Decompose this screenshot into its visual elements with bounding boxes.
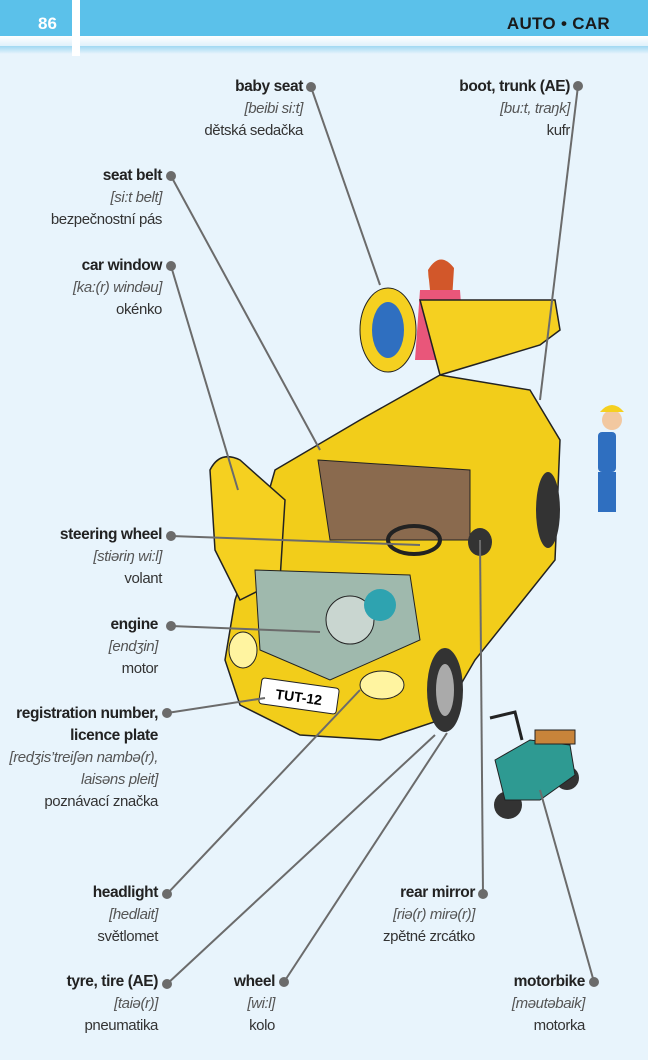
entry-word: motorbike [513, 973, 586, 990]
entry-word: boot, trunk (AE) [459, 78, 570, 95]
entry-rear-mirror: rear mirror [riə(r) mirə(r)] zpětné zrcá… [383, 882, 475, 948]
entry-phonetic: [si:t belt] [110, 189, 163, 206]
header-stripe [0, 46, 648, 54]
entry-translation: bezpečnostní pás [50, 211, 163, 228]
entry-headlight: headlight [hedlait] světlomet [92, 882, 159, 948]
entry-word: car window [81, 257, 163, 274]
child-drawing [598, 405, 624, 512]
entry-phonetic: [beibi si:t] [244, 100, 303, 117]
header-divider [72, 0, 80, 56]
header-stripe [0, 36, 648, 46]
entry-tyre: tyre, tire (AE) [taiə(r)] pneumatika [66, 971, 159, 1037]
entry-phonetic: [hedlait] [109, 906, 158, 923]
entry-translation: motorka [533, 1017, 586, 1034]
entry-word: rear mirror [400, 884, 475, 901]
entry-translation: dětská sedačka [204, 122, 303, 139]
entry-word: wheel [233, 973, 275, 990]
entry-word: seat belt [102, 167, 163, 184]
entry-phonetic: [endʒin] [108, 638, 159, 655]
entry-translation: pneumatika [84, 1017, 158, 1034]
entry-word: tyre, tire (AE) [66, 973, 159, 990]
entry-phonetic: [redʒis’treiʃən nambə(r), [9, 749, 158, 766]
car-drawing: TUT-12 [209, 299, 561, 741]
entry-phonetic: [wi:l] [247, 995, 275, 1012]
entry-word: engine [110, 616, 158, 633]
entry-word: headlight [92, 884, 159, 901]
entry-translation: volant [124, 570, 162, 587]
entry-word: steering wheel [59, 526, 162, 543]
entry-word: registration number, [16, 705, 158, 722]
entry-word: baby seat [235, 78, 303, 95]
entry-phonetic: [stiəriŋ wi:l] [93, 548, 162, 565]
motorbike-drawing [489, 710, 579, 819]
entry-phonetic: [ka:(r) windəu] [72, 279, 162, 296]
entry-baby-seat: baby seat [beibi si:t] dětská sedačka [204, 76, 303, 142]
entry-phonetic: [bu:t, traŋk] [500, 100, 570, 117]
page-title: AUTO • CAR [506, 14, 610, 33]
entry-motorbike: motorbike [məutəbaik] motorka [511, 971, 586, 1037]
entry-phonetic: [riə(r) mirə(r)] [393, 906, 475, 923]
entry-registration-number: registration number, licence plate [redʒ… [9, 703, 158, 813]
entry-engine: engine [endʒin] motor [108, 614, 159, 680]
entry-wheel: wheel [wi:l] kolo [234, 971, 275, 1037]
entry-phonetic: [məutəbaik] [511, 995, 586, 1012]
entry-boot: boot, trunk (AE) [bu:t, traŋk] kufr [459, 76, 570, 142]
leader-lines [162, 81, 599, 989]
entry-car-window: car window [ka:(r) windəu] okénko [73, 255, 162, 321]
entry-phonetic-alt: laisəns pleit] [81, 771, 158, 788]
header-bar [0, 0, 648, 36]
entry-translation: zpětné zrcátko [383, 928, 475, 945]
entry-translation: světlomet [97, 928, 158, 945]
entry-steering-wheel: steering wheel [stiəriŋ wi:l] volant [60, 524, 162, 590]
entry-translation: kufr [546, 122, 571, 139]
plate-text: TUT-12 [275, 686, 324, 708]
entry-translation: poznávací značka [44, 793, 158, 810]
entry-seat-belt: seat belt [si:t belt] bezpečnostní pás [50, 165, 163, 231]
entry-phonetic: [taiə(r)] [114, 995, 158, 1012]
entry-word-alt: licence plate [70, 727, 158, 744]
entry-translation: kolo [249, 1017, 275, 1034]
entry-translation: motor [121, 660, 159, 677]
page-number: 86 [38, 14, 57, 33]
entry-translation: okénko [116, 301, 162, 318]
